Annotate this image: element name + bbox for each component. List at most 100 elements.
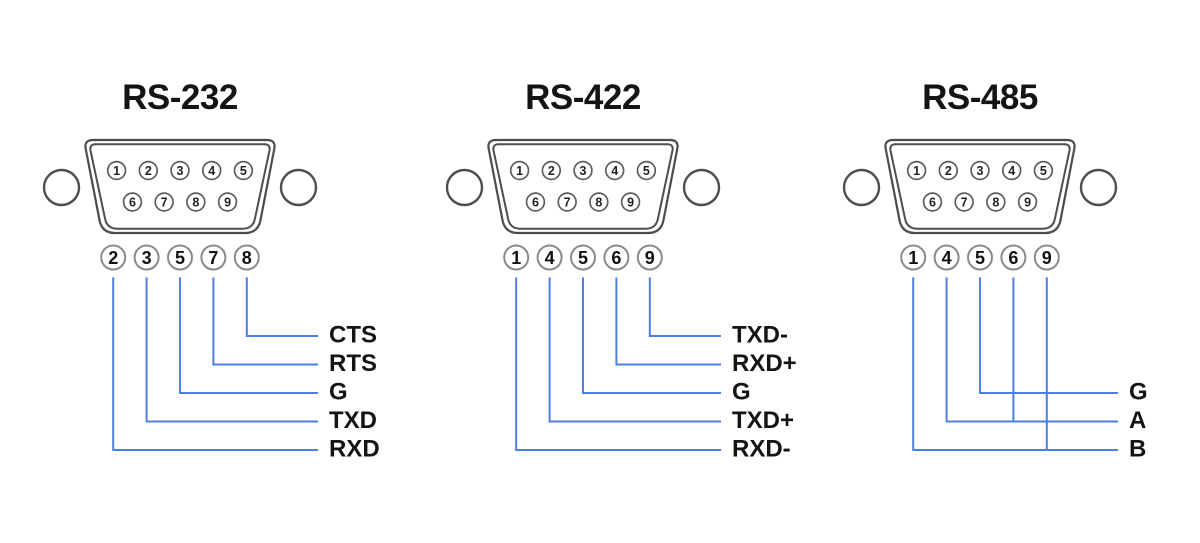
wire-rs-232-RXD [112, 277, 318, 451]
wire-rs-422-G [582, 277, 721, 394]
connector-pin-6-number: 6 [532, 195, 539, 209]
breakout-pin-3-number: 3 [142, 248, 152, 268]
breakout-pin-8 [233, 244, 260, 271]
breakout-pin-9 [1033, 244, 1060, 271]
right-screw-hole [1079, 168, 1118, 207]
breakout-pin-6 [1000, 244, 1027, 271]
breakout-pin-5 [570, 244, 596, 271]
connector-pin-3-number: 3 [977, 164, 984, 178]
connector-pin-8 [186, 192, 206, 212]
breakout-pin-9 [636, 244, 663, 271]
breakout-pin-5 [967, 244, 993, 271]
signal-label-rs-232-RXD: RXD [329, 436, 380, 463]
breakout-pin-2 [100, 244, 127, 271]
db9-shell-inner [889, 143, 1071, 230]
connector-pin-6 [122, 192, 143, 212]
connector-pin-8 [986, 192, 1006, 212]
signal-label-rs-422-G: G [732, 379, 751, 406]
wire-rs-485-B [912, 277, 1118, 451]
connector-pin-9 [620, 192, 641, 212]
connector-pin-9-number: 9 [627, 195, 634, 209]
breakout-pin-4-number: 4 [942, 248, 952, 268]
left-screw-hole [445, 168, 484, 207]
left-screw-hole [842, 168, 881, 207]
connector-pin-4-number: 4 [611, 164, 618, 178]
wire-rs-232-TXD [145, 277, 318, 423]
connector-pin-8 [589, 192, 609, 212]
breakout-pin-5-number: 5 [975, 248, 985, 268]
breakout-pin-1 [900, 244, 927, 271]
connector-pin-2-number: 2 [145, 164, 152, 178]
connector-pin-2-number: 2 [548, 164, 555, 178]
signal-label-rs-422-TXD+: TXD+ [732, 407, 794, 434]
connector-pin-9 [217, 192, 238, 212]
signal-label-rs-232-G: G [329, 379, 348, 406]
connector-pin-6-number: 6 [929, 195, 936, 209]
connector-pin-5 [1033, 160, 1054, 181]
wire-rs-232-G [179, 277, 318, 394]
connector-pin-1-number: 1 [516, 164, 523, 178]
breakout-pin-4 [933, 244, 960, 271]
rs232-title: RS-232 [122, 78, 238, 117]
db9-shell-outer [487, 138, 679, 235]
signal-label-rs-485-G: G [1129, 379, 1148, 406]
connector-pin-6 [922, 192, 943, 212]
breakout-pin-4 [536, 244, 563, 271]
breakout-pin-2-number: 2 [108, 248, 118, 268]
connector-pin-7 [557, 192, 577, 212]
connector-pin-7 [154, 192, 174, 212]
signal-label-rs-485-A: A [1129, 407, 1146, 434]
breakout-pin-9-number: 9 [645, 248, 655, 268]
connector-pin-5-number: 5 [1040, 164, 1047, 178]
right-screw-hole [682, 168, 721, 207]
signal-label-rs-232-RTS: RTS [329, 350, 377, 377]
connector-pin-5-number: 5 [240, 164, 247, 178]
connector-pin-7-number: 7 [161, 195, 168, 209]
right-screw-hole [279, 168, 318, 207]
breakout-pin-6 [603, 244, 630, 271]
breakout-pin-5 [167, 244, 193, 271]
connector-pin-8-number: 8 [992, 195, 999, 209]
db9-shell-inner [89, 143, 271, 230]
breakout-pin-5-number: 5 [578, 248, 588, 268]
connector-pin-9-number: 9 [224, 195, 231, 209]
connector-pin-3 [573, 160, 593, 181]
connector-pin-3 [170, 160, 190, 181]
connector-pin-4-number: 4 [208, 164, 215, 178]
signal-label-rs-422-RXD-: RXD- [732, 436, 791, 463]
connector-pin-1-number: 1 [113, 164, 120, 178]
signal-label-rs-232-TXD: TXD [329, 407, 377, 434]
signal-label-rs-422-TXD-: TXD- [732, 322, 788, 349]
wire-rs-422-RXD- [515, 277, 721, 451]
connector-pin-1 [509, 160, 530, 181]
connector-pin-5-number: 5 [643, 164, 650, 178]
connector-pin-3-number: 3 [580, 164, 587, 178]
connector-pin-6-number: 6 [129, 195, 136, 209]
db9-shell-outer [84, 138, 276, 235]
connector-pin-1 [906, 160, 927, 181]
connector-pin-5 [636, 160, 657, 181]
db9-shell-inner [492, 143, 674, 230]
signal-label-rs-232-CTS: CTS [329, 322, 377, 349]
breakout-pin-1-number: 1 [908, 248, 918, 268]
connector-pin-1 [106, 160, 127, 181]
connector-pin-5 [233, 160, 254, 181]
wire-rs-422-RXD+ [615, 277, 721, 366]
db9-shell-outer [884, 138, 1076, 235]
wire-rs-485-A [945, 277, 1118, 423]
rs485-title: RS-485 [922, 78, 1038, 117]
breakout-pin-6-number: 6 [611, 248, 621, 268]
connector-pin-4 [1001, 160, 1022, 181]
connector-pin-8-number: 8 [595, 195, 602, 209]
breakout-pin-7-number: 7 [208, 248, 218, 268]
wire-rs-232-RTS [212, 277, 318, 366]
connector-pin-2 [138, 160, 159, 181]
connector-pin-6 [525, 192, 546, 212]
breakout-pin-8-number: 8 [242, 248, 252, 268]
connector-pin-8-number: 8 [192, 195, 199, 209]
